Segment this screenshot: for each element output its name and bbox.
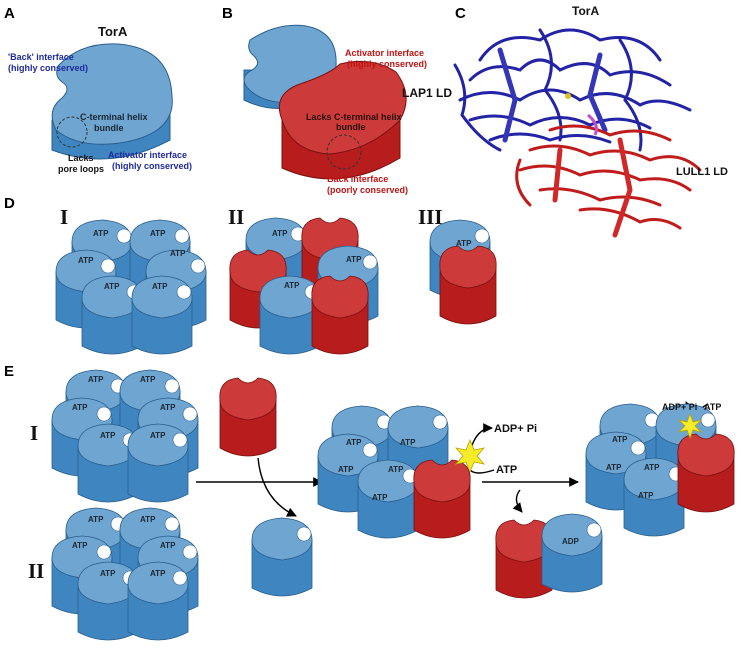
d3-atp: ATP (456, 239, 472, 248)
back-interface-conserved: (highly conserved) (8, 63, 88, 73)
d1-atp-1: ATP (93, 229, 109, 238)
e-roman-ii: II (28, 559, 44, 583)
panel-b: B Activator interface (highly conserved)… (222, 5, 452, 195)
e-hexamer-i: ATP ATP ATP ATP ATP ATP (51, 369, 199, 503)
e1-atp-6: ATP (150, 431, 166, 440)
e2-atp-2: ATP (140, 515, 156, 524)
e-adp-pi-label: ADP+ Pi (494, 423, 537, 435)
lull1-ribbon-structure (515, 124, 702, 238)
d2-atp-2: ATP (346, 255, 362, 264)
d1-atp-2: ATP (150, 229, 166, 238)
e4-atp-2: ATP (606, 463, 622, 472)
ligand-site (565, 93, 571, 99)
panel-c: C TorA LULL1 LD (453, 4, 728, 238)
e2-atp-4: ATP (160, 541, 176, 550)
e-roman-i: I (30, 421, 38, 445)
e-arrows (196, 401, 709, 517)
e4-atp-3: ATP (644, 463, 660, 472)
e4-atp-4: ATP (638, 491, 654, 500)
e2-atp-6: ATP (150, 569, 166, 578)
b-lacks-helix-label: Lacks C-terminal helix (306, 112, 402, 122)
d-hexamer-ii: ATP ATP ATP (229, 217, 379, 355)
b-activator-interface-label: Activator interface (345, 48, 424, 58)
d-heterodimer-iii: ATP (429, 219, 497, 325)
e-adp-dimer: ADP (495, 513, 603, 599)
panel-a: A TorA 'Back' interface (highly conserve… (4, 5, 192, 174)
e1-atp-3: ATP (72, 403, 88, 412)
e3-atp-1: ATP (346, 438, 362, 447)
tora-title: TorA (98, 24, 128, 39)
lap1-red-subunit (278, 60, 407, 180)
e3-atp-5: ATP (372, 493, 388, 502)
panel-e: E I II ATP ATP ATP ATP ATP ATP ATP ATP (4, 363, 735, 641)
d1-atp-3: ATP (78, 256, 94, 265)
interface-loop (587, 113, 598, 136)
b-back-interface-label: 'Back'interface (325, 174, 388, 184)
e-released-subunit (251, 517, 313, 597)
e1-atp-1: ATP (88, 375, 104, 384)
d-roman-iii: III (418, 205, 443, 229)
e-hexamer-ii: ATP ATP ATP ATP ATP ATP (51, 507, 199, 641)
d-hexamer-i: ATP ATP ATP ATP ATP ATP (55, 219, 207, 355)
e3-atp-4: ATP (388, 465, 404, 474)
d-roman-i: I (60, 205, 68, 229)
activator-interface-label: Activator interface (108, 150, 187, 160)
d2-atp-3: ATP (284, 281, 300, 290)
tora-ribbon-structure (453, 28, 692, 152)
panel-label-e: E (4, 363, 14, 380)
e2-atp-1: ATP (88, 515, 104, 524)
d2-atp-1: ATP (272, 229, 288, 238)
e3-atp-3: ATP (338, 465, 354, 474)
final-hydrolysis-star (677, 412, 703, 440)
panel-label-d: D (4, 195, 15, 212)
e1-atp-4: ATP (160, 403, 176, 412)
d1-atp-6: ATP (152, 282, 168, 291)
d-roman-ii: II (228, 205, 244, 229)
e3-atp-2: ATP (400, 438, 416, 447)
e4-atp-1: ATP (612, 435, 628, 444)
c-lull1-label: LULL1 LD (676, 166, 728, 178)
e2-atp-5: ATP (100, 569, 116, 578)
e-atp-small-label: ATP (704, 402, 721, 412)
e1-atp-5: ATP (100, 431, 116, 440)
tora-subunit-shape (51, 43, 173, 160)
d1-atp-5: ATP (104, 282, 120, 291)
helix-bundle-label-1: C-terminal helix (80, 112, 148, 122)
lap1-ld-label: LAP1 LD (402, 86, 452, 100)
panel-label-c: C (455, 5, 466, 22)
e-complex-atp: ATP ATP ATP ATP ATP (317, 405, 486, 539)
panel-label-a: A (4, 5, 15, 22)
e-free-activator (219, 377, 277, 457)
e-adp-pi-small-label: ADP+ Pi (662, 402, 697, 412)
pore-loops-label: pore loops (58, 164, 104, 174)
e-atp-label: ATP (496, 464, 517, 476)
helix-bundle-label-2: bundle (94, 123, 124, 133)
panel-label-b: B (222, 5, 233, 22)
e-adp-text: ADP (562, 537, 580, 546)
b-activator-interface-conserved: (highly conserved) (347, 59, 427, 69)
e-final-complex: ATP ATP ATP ATP (585, 403, 735, 537)
lacks-label: Lacks (68, 153, 94, 163)
activator-interface-conserved: (highly conserved) (112, 161, 192, 171)
d1-atp-4: ATP (170, 249, 186, 258)
b-lacks-bundle-label: bundle (336, 122, 366, 132)
panel-d: D I II III ATP ATP ATP ATP ATP ATP ATP (4, 195, 497, 355)
c-tora-label: TorA (572, 4, 599, 18)
e2-atp-3: ATP (72, 541, 88, 550)
hydrolysis-star (454, 438, 486, 474)
back-interface-label: 'Back' interface (8, 52, 74, 62)
b-back-interface-conserved: (poorly conserved) (327, 185, 408, 195)
e1-atp-2: ATP (140, 375, 156, 384)
